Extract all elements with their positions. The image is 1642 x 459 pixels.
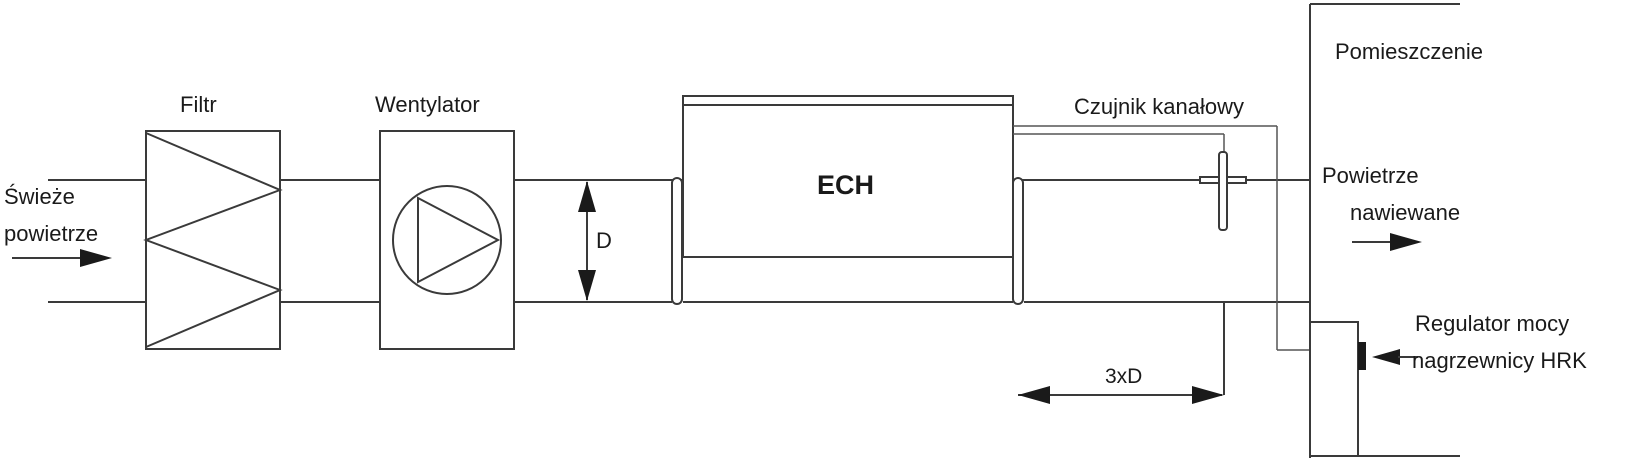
fresh-air-label-line1: Świeże <box>4 184 75 209</box>
filter-unit <box>143 130 283 350</box>
controller-label-line2: nagrzewnicy HRK <box>1412 348 1587 373</box>
fan-label: Wentylator <box>375 92 480 117</box>
duct-fan-heater <box>514 179 672 303</box>
controller-label-line1: Regulator mocy <box>1415 311 1569 336</box>
distance-label: 3xD <box>1105 365 1142 388</box>
room-label: Pomieszczenie <box>1335 39 1483 64</box>
power-controller <box>1309 321 1366 457</box>
heater-unit <box>671 95 1024 305</box>
filter-label: Filtr <box>180 92 217 117</box>
distance-dimension <box>1018 302 1225 404</box>
duct-sensor <box>1199 151 1247 231</box>
diameter-label: D <box>596 228 612 253</box>
controller-arrow <box>1372 349 1418 365</box>
fan-unit <box>379 130 515 350</box>
inlet-duct <box>48 179 146 303</box>
duct-sensor-label: Czujnik kanałowy <box>1074 94 1244 119</box>
sensor-wiring <box>1013 125 1310 351</box>
outlet-duct <box>1024 179 1310 303</box>
supply-air-label-line1: Powietrze <box>1322 163 1419 188</box>
supply-air-label-line2: nawiewane <box>1350 200 1460 225</box>
heater-label: ECH <box>817 170 874 200</box>
fresh-air-label-line2: powietrze <box>4 221 98 246</box>
duct-filter-fan <box>280 179 380 303</box>
fresh-air-arrow <box>12 249 112 267</box>
supply-air-arrow <box>1352 233 1422 251</box>
diameter-dimension <box>578 181 596 301</box>
